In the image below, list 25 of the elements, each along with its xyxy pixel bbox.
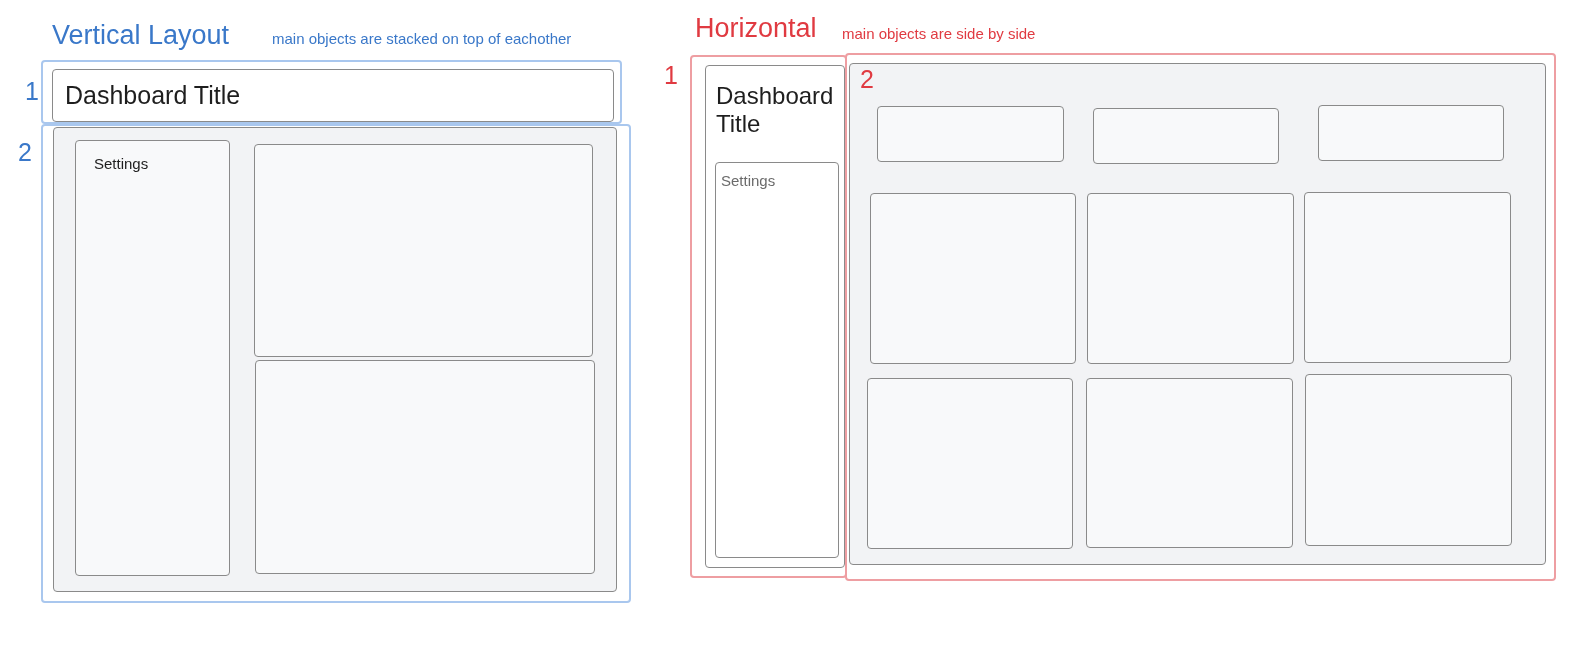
placeholder-tile — [254, 144, 593, 357]
settings-panel — [75, 140, 230, 576]
section-heading: Horizontal — [695, 15, 817, 42]
placeholder-tile — [1087, 193, 1294, 364]
callout-number: 1 — [664, 63, 678, 88]
section-note: main objects are stacked on top of eachother — [272, 31, 572, 46]
section-note: main objects are side by side — [842, 26, 1036, 41]
callout-number: 2 — [860, 67, 874, 92]
placeholder-tile — [1086, 378, 1293, 548]
placeholder-tile — [1305, 374, 1512, 546]
placeholder-tile — [1304, 192, 1511, 363]
placeholder-tile — [877, 106, 1064, 162]
title-text: Dashboard Title — [65, 83, 241, 108]
callout-number: 2 — [18, 140, 32, 165]
settings-label: Settings — [721, 173, 776, 188]
placeholder-tile — [1318, 105, 1504, 161]
callout-number: 1 — [25, 79, 39, 104]
settings-panel — [715, 162, 839, 558]
placeholder-tile — [1093, 108, 1279, 164]
placeholder-tile — [867, 378, 1073, 549]
title-text: Dashboard Title — [716, 82, 835, 138]
placeholder-tile — [255, 360, 595, 574]
placeholder-tile — [870, 193, 1076, 364]
title-bar — [52, 69, 614, 122]
settings-label: Settings — [94, 156, 149, 171]
